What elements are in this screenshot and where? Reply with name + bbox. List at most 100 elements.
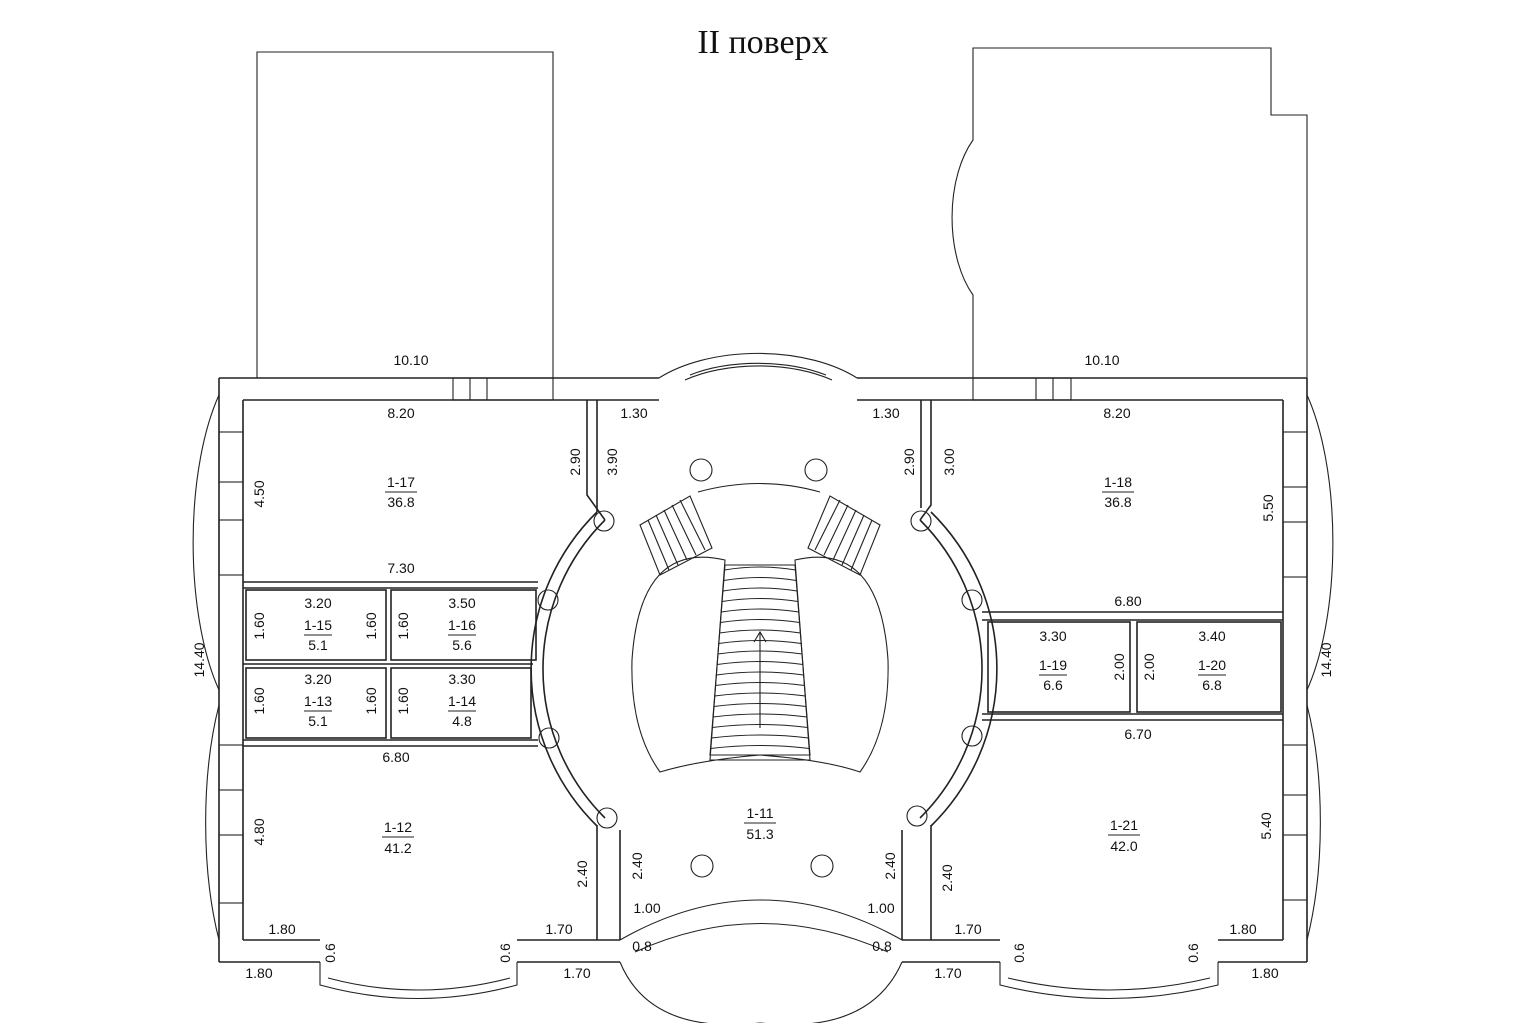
room-1-19: 1-19 6.6: [1039, 657, 1067, 693]
stair-step: [679, 499, 706, 551]
dimension: 1.60: [251, 687, 267, 714]
room-number: 1-15: [304, 617, 332, 633]
dimension: 14.40: [1318, 642, 1334, 677]
room-area: 5.1: [308, 713, 328, 729]
stair-step: [814, 499, 841, 551]
room-1-13: 1-13 5.1: [304, 693, 332, 729]
dimension: 1.60: [363, 612, 379, 639]
room-1-15: 1-15 5.1: [304, 617, 332, 653]
room-1-18: 1-18 36.8: [1102, 474, 1134, 510]
room-1-21: 1-21 42.0: [1108, 817, 1140, 854]
dimension: 1.60: [395, 612, 411, 639]
dimension: 8.20: [1103, 405, 1130, 421]
dimension: 2.00: [1111, 653, 1127, 680]
room-1-17: 1-17 36.8: [385, 474, 417, 510]
room-labels: 1-17 36.8 1-18 36.8 1-15 5.1 1-16 5.6 1-…: [304, 474, 1226, 856]
dimension: 6.80: [382, 749, 409, 765]
dimension: 1.80: [268, 921, 295, 937]
dimension: 1.80: [1251, 965, 1278, 981]
dimension: 1.00: [633, 900, 660, 916]
dimension: 1.00: [867, 900, 894, 916]
dimension: 7.30: [387, 560, 414, 576]
dimension: 0.6: [1185, 943, 1201, 963]
stair-step: [655, 514, 679, 566]
dimension: 1.70: [563, 965, 590, 981]
staircase: [631, 495, 889, 773]
dimension: 1.80: [245, 965, 272, 981]
central-hall: [530, 458, 998, 878]
terrace-left: [256, 51, 554, 378]
room-number: 1-21: [1110, 817, 1138, 833]
room-number: 1-17: [387, 474, 415, 490]
stair-step: [823, 504, 849, 556]
stair-tread: [722, 597, 798, 603]
room-number: 1-13: [304, 693, 332, 709]
stair-step: [832, 509, 857, 561]
dimension: 3.30: [448, 671, 475, 687]
dimension: 3.40: [1198, 628, 1225, 644]
room-area: 42.0: [1110, 838, 1137, 854]
room-number: 1-11: [747, 805, 774, 821]
interior-walls: [243, 400, 1283, 940]
room-area: 36.8: [1104, 494, 1131, 510]
room-1-16: 1-16 5.6: [448, 617, 476, 653]
room-area: 4.8: [452, 713, 472, 729]
stair-tread: [722, 587, 798, 592]
windows: [218, 377, 1308, 904]
stair-step: [647, 519, 670, 571]
dimension: 1.30: [872, 405, 899, 421]
dimension: 0.8: [872, 938, 892, 954]
dimension: 2.40: [629, 852, 645, 879]
room-area: 36.8: [387, 494, 414, 510]
room-number: 1-12: [384, 819, 412, 835]
dimension: 1.60: [363, 687, 379, 714]
dimension: 2.90: [567, 448, 583, 475]
dimension: 2.00: [1141, 653, 1157, 680]
stair-step: [663, 509, 688, 561]
dimension: 6.80: [1114, 593, 1141, 609]
dimension: 4.80: [251, 818, 267, 845]
dimension: 0.6: [322, 943, 338, 963]
dimension: 1.70: [954, 921, 981, 937]
room-1-11: 1-11 51.3: [744, 805, 776, 842]
room-area: 5.6: [452, 637, 472, 653]
stair-step: [841, 514, 865, 566]
stair-tread: [710, 744, 810, 750]
room-area: 6.8: [1202, 677, 1222, 693]
dimension: 10.10: [393, 352, 428, 368]
stair-tread: [724, 566, 796, 571]
dimension: 3.20: [304, 595, 331, 611]
room-area: 41.2: [384, 840, 411, 856]
room-1-20: 1-20 6.8: [1198, 657, 1226, 693]
dimension: 1.30: [620, 405, 647, 421]
dimension: 4.50: [251, 480, 267, 507]
stair-tread: [711, 734, 809, 739]
dimension: 5.50: [1260, 494, 1276, 521]
terrace-right: [951, 47, 1308, 378]
dimension: 3.90: [604, 448, 620, 475]
dimension: 1.70: [934, 965, 961, 981]
room-number: 1-14: [448, 693, 476, 709]
dimension: 1.70: [545, 921, 572, 937]
bay-windows: [192, 352, 1334, 1023]
room-area: 51.3: [746, 826, 773, 842]
dimension: 1.80: [1229, 921, 1256, 937]
dimension: 2.40: [939, 864, 955, 891]
stair-tread: [719, 629, 801, 634]
terraces: [256, 47, 1308, 378]
dimension: 2.90: [901, 448, 917, 475]
dimension: 10.10: [1084, 352, 1119, 368]
room-number: 1-19: [1039, 657, 1067, 673]
dimension: 6.70: [1124, 726, 1151, 742]
room-area: 5.1: [308, 637, 328, 653]
room-number: 1-20: [1198, 657, 1226, 673]
dimension: 3.50: [448, 595, 475, 611]
room-1-12: 1-12 41.2: [382, 819, 414, 856]
dimension: 3.20: [304, 671, 331, 687]
room-number: 1-18: [1104, 474, 1132, 490]
dimensions: 10.10 10.10 8.20 8.20 1.30 1.30 4.50 2.9…: [191, 352, 1334, 981]
stair-tread: [720, 618, 800, 624]
dimension: 8.20: [387, 405, 414, 421]
stair-tread: [723, 576, 797, 582]
